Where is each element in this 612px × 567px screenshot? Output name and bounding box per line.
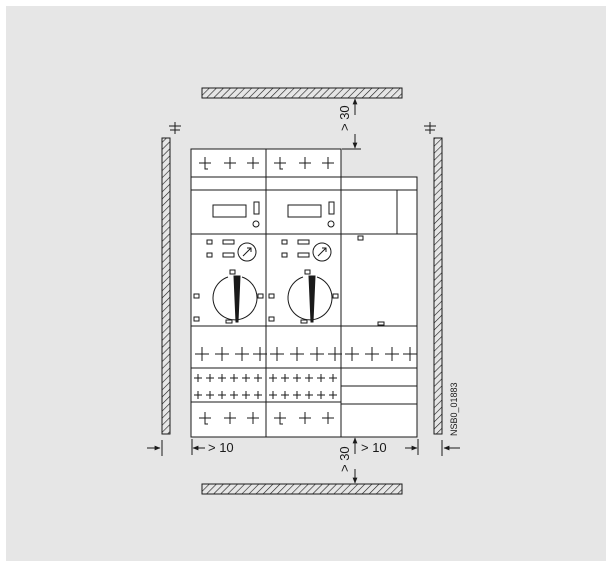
right-wall xyxy=(424,122,443,435)
terminal-cross xyxy=(254,391,262,399)
terminal-cross xyxy=(230,391,238,399)
terminal-cross xyxy=(218,374,226,382)
drawing-id-label: NSB0_01883 xyxy=(449,382,459,436)
device-assembly xyxy=(190,148,418,438)
left-wall xyxy=(161,122,181,435)
terminal-cross xyxy=(230,374,238,382)
terminal-cross xyxy=(328,347,342,361)
terminal-cross xyxy=(293,391,301,399)
terminal-cross xyxy=(215,347,229,361)
terminal-cross xyxy=(345,347,359,361)
terminal-cross xyxy=(218,391,226,399)
terminal-cross xyxy=(270,347,284,361)
terminal-cross xyxy=(194,391,202,399)
terminal-cross xyxy=(290,347,304,361)
terminal-cross xyxy=(281,391,289,399)
bottom-wall xyxy=(201,483,403,495)
terminal-cross xyxy=(317,391,325,399)
module-1 xyxy=(193,201,264,324)
terminal-cross xyxy=(299,157,311,169)
terminal-cross xyxy=(269,391,277,399)
terminal-markers xyxy=(194,157,417,425)
dimension-arrows xyxy=(147,98,460,484)
terminal-cross xyxy=(242,391,250,399)
terminal-cross xyxy=(195,347,209,361)
terminal-cross xyxy=(247,157,259,169)
terminal-cross xyxy=(247,412,259,424)
terminal-cross xyxy=(206,374,214,382)
top-clearance-label: > 30 xyxy=(337,105,352,131)
terminal-cross xyxy=(206,391,214,399)
terminal-cross xyxy=(242,374,250,382)
terminal-cross xyxy=(194,374,202,382)
terminal-cross xyxy=(254,374,262,382)
terminal-cross xyxy=(365,347,379,361)
module-2 xyxy=(268,201,364,324)
terminal-cross xyxy=(317,374,325,382)
terminal-cross xyxy=(385,347,399,361)
terminal-cross xyxy=(403,347,417,361)
terminal-cross xyxy=(253,347,267,361)
terminal-cross xyxy=(329,391,337,399)
terminal-cross xyxy=(322,157,334,169)
terminal-cross xyxy=(235,347,249,361)
terminal-cross xyxy=(274,412,286,425)
terminal-cross xyxy=(281,374,289,382)
terminal-cross xyxy=(299,412,311,424)
left-clearance-label: > 10 xyxy=(208,440,234,455)
terminal-cross xyxy=(199,412,211,425)
terminal-cross xyxy=(322,412,334,424)
top-wall xyxy=(201,87,403,99)
terminal-cross xyxy=(305,391,313,399)
terminal-cross xyxy=(269,374,277,382)
right-clearance-label: > 10 xyxy=(361,440,387,455)
terminal-cross xyxy=(224,412,236,424)
terminal-cross xyxy=(224,157,236,169)
terminal-cross xyxy=(274,157,286,170)
terminal-cross xyxy=(310,347,324,361)
terminal-cross xyxy=(199,157,211,170)
bottom-clearance-label: > 30 xyxy=(337,446,352,472)
terminal-cross xyxy=(305,374,313,382)
terminal-cross xyxy=(329,374,337,382)
terminal-cross xyxy=(293,374,301,382)
